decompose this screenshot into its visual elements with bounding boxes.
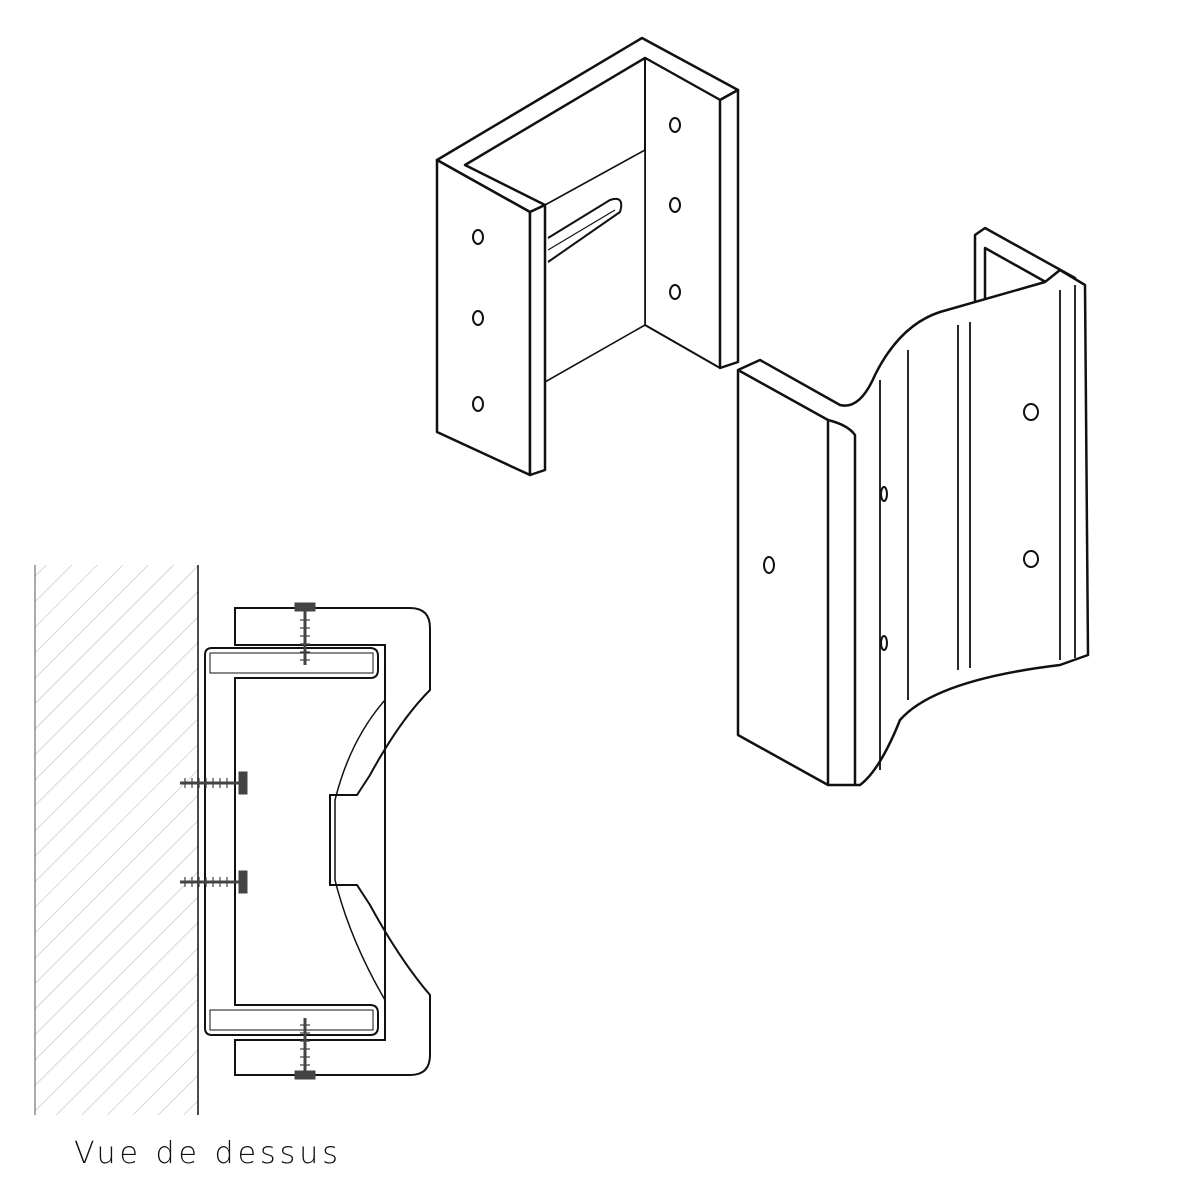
screw-holes [472, 117, 681, 412]
handle [736, 226, 1090, 787]
screw-icon [180, 602, 316, 1080]
handle-outline [234, 607, 431, 1076]
u-bracket [435, 36, 740, 477]
wall-hatch [35, 565, 198, 1115]
top-view-caption: Vue de dessus [74, 1136, 342, 1171]
top-view [34, 565, 431, 1115]
bracket-outline [204, 647, 379, 1036]
handle-holes [763, 403, 1039, 651]
